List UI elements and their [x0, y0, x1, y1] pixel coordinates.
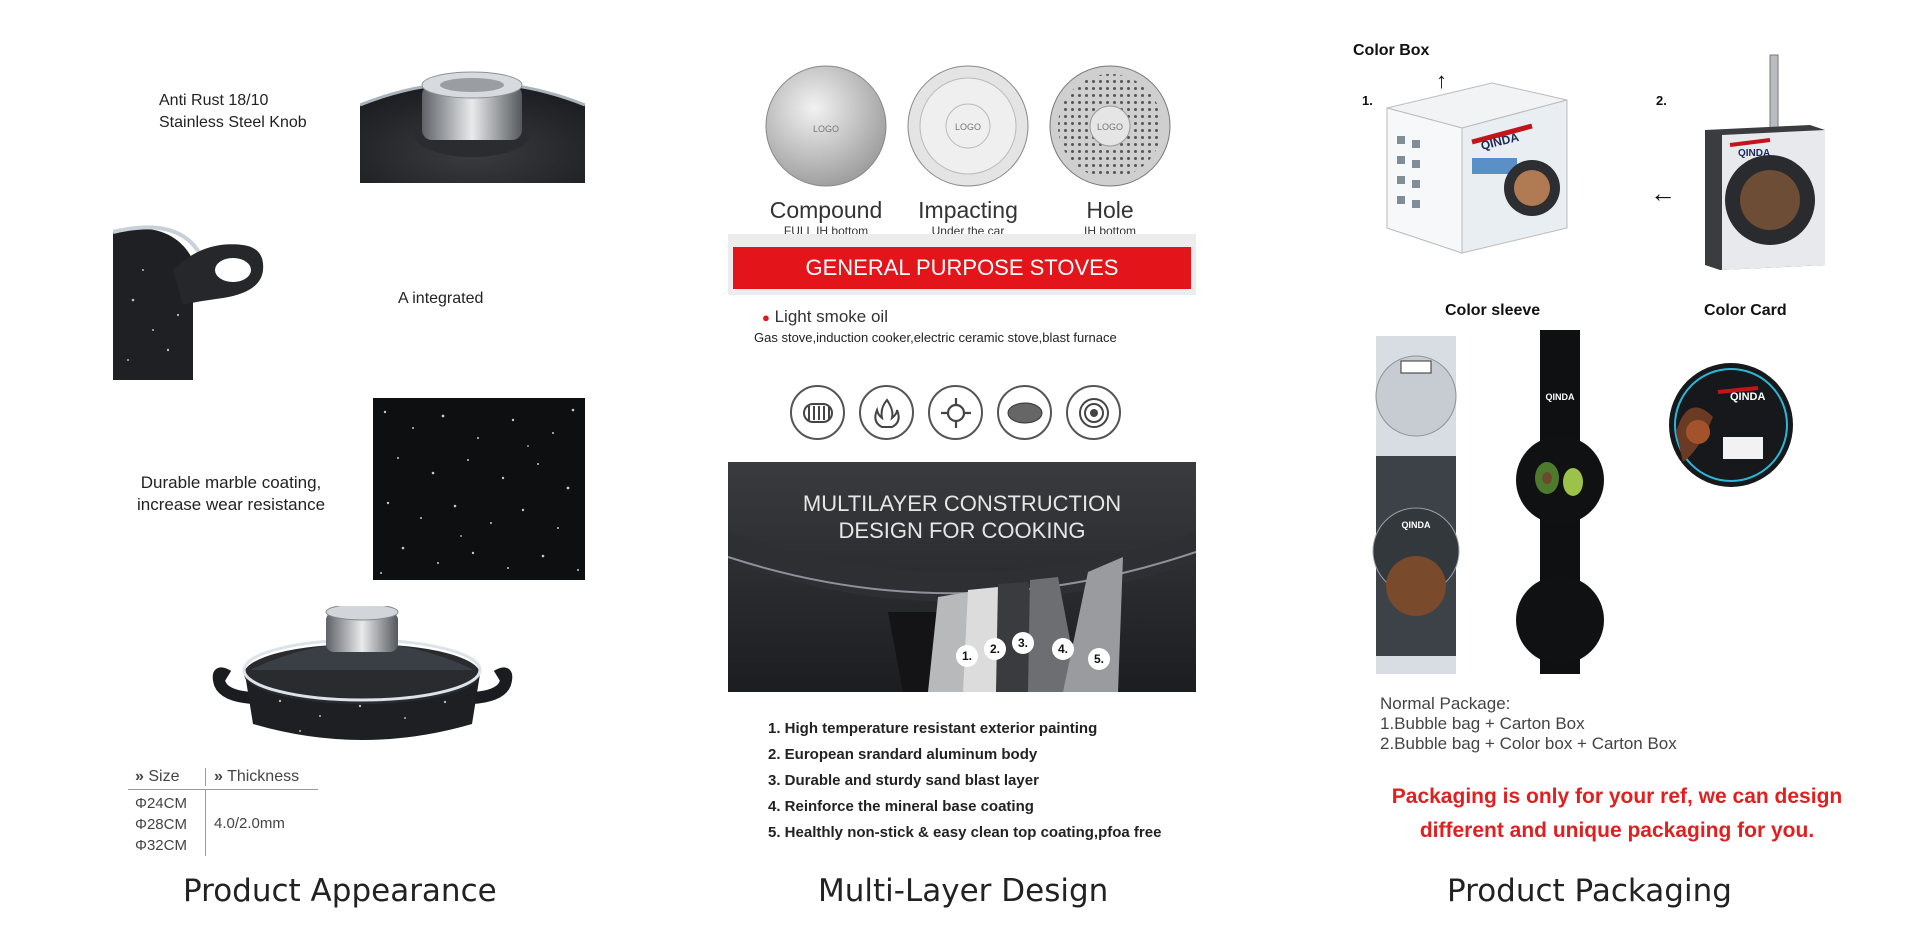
general-purpose-stoves-banner: GENERAL PURPOSE STOVES	[733, 247, 1191, 289]
normal-package-line: 2.Bubble bag + Color box + Carton Box	[1380, 734, 1677, 753]
brand-logo-text: QINDA	[1546, 392, 1576, 402]
caption-product-packaging: Product Packaging	[1447, 873, 1732, 909]
stove-icons-row	[790, 385, 1135, 440]
bottom-logo-text: LOGO	[1097, 122, 1123, 132]
color-sleeve-label: Color sleeve	[1445, 302, 1541, 319]
multilayer-title: MULTILAYER CONSTRUCTION DESIGN FOR COOKI…	[802, 491, 1122, 543]
size-cell: Φ32CM	[135, 837, 187, 854]
marble-coating-photo	[373, 398, 585, 580]
bullet-dot-icon: ●	[762, 310, 770, 326]
bottom-hole: LOGO Hole IH bottom	[1042, 64, 1178, 238]
color-sleeve-image-2: QINDA	[1516, 330, 1604, 674]
gas-burner-icon	[928, 385, 983, 440]
bottom-types-row: LOGO Compound FULL IH bottom LOGO Impact…	[758, 64, 1178, 238]
color-box-label: Color Box	[1353, 42, 1430, 59]
coating-label: Durable marble coating, increase wear re…	[137, 473, 326, 514]
bottom-logo-text: LOGO	[813, 124, 839, 134]
stove-list: Gas stove,induction cooker,electric cera…	[754, 330, 1117, 345]
bottom-impacting: LOGO Impacting Under the car	[900, 64, 1036, 238]
layer-list: 1. High temperature resistant exterior p…	[768, 720, 1161, 850]
bottom-compound: LOGO Compound FULL IH bottom	[758, 64, 894, 238]
layer-list-item: 3. Durable and sturdy sand blast layer	[768, 772, 1039, 789]
brand-logo-text: QINDA	[1738, 148, 1770, 159]
induction-coil-icon	[790, 385, 845, 440]
size-cell: Φ28CM	[135, 816, 187, 833]
layer-number-2: 2.	[984, 638, 1006, 660]
electric-hob-icon	[1066, 385, 1121, 440]
multilayer-pan-image: MULTILAYER CONSTRUCTION DESIGN FOR COOKI…	[728, 462, 1196, 692]
thickness-header: » Thickness	[214, 767, 300, 785]
packaging-disclaimer: Packaging is only for your ref, we can d…	[1391, 785, 1843, 842]
step-1-label: 1.	[1362, 93, 1373, 108]
thickness-cell: 4.0/2.0mm	[214, 814, 285, 832]
compound-bottom-icon: LOGO	[765, 65, 887, 187]
color-sleeve-image-1: QINDA	[1372, 336, 1460, 674]
step-2-label: 2.	[1656, 93, 1667, 108]
bottom-name: Impacting	[918, 197, 1018, 223]
fry-pan-box-image: QINDA	[1705, 54, 1825, 270]
normal-package-title: Normal Package:	[1380, 694, 1511, 713]
layer-list-item: 2. European srandard aluminum body	[768, 746, 1038, 763]
brand-logo-text: QINDA	[1402, 520, 1432, 530]
impacting-bottom-icon: LOGO	[907, 65, 1029, 187]
layer-list-item: 5. Healthly non-stick & easy clean top c…	[768, 824, 1162, 841]
layer-number-1: 1.	[956, 645, 978, 667]
knob-photo	[360, 71, 585, 183]
size-cell: Φ24CM	[135, 795, 187, 812]
stoves-banner-frame: GENERAL PURPOSE STOVES	[728, 234, 1196, 295]
arrow-up-icon: ↑	[1436, 68, 1447, 93]
color-card-image: QINDA	[1669, 363, 1793, 487]
brand-logo-text: QINDA	[1730, 391, 1766, 403]
handle-photo	[113, 225, 264, 380]
knob-label: Anti Rust 18/10 Stainless Steel Knob	[159, 92, 307, 131]
handle-label: A integrated	[398, 290, 484, 307]
layer-number-5: 5.	[1088, 648, 1110, 670]
layer-list-item: 1. High temperature resistant exterior p…	[768, 720, 1098, 737]
bottom-name: Hole	[1086, 197, 1134, 223]
caption-product-appearance: Product Appearance	[183, 873, 497, 909]
color-box-image: QINDA	[1386, 82, 1568, 254]
layer-list-item: 4. Reinforce the mineral base coating	[768, 798, 1034, 815]
bottom-name: Compound	[769, 197, 883, 223]
oil-note: ● Light smoke oil	[762, 307, 888, 326]
normal-package-line: 1.Bubble bag + Carton Box	[1380, 714, 1585, 733]
gas-flame-icon	[859, 385, 914, 440]
layer-number-3: 3.	[1012, 632, 1034, 654]
layer-number-4: 4.	[1052, 638, 1074, 660]
ceramic-plate-icon	[997, 385, 1052, 440]
normal-package-notes: Normal Package: 1.Bubble bag + Carton Bo…	[1380, 694, 1677, 754]
casserole-pot-photo	[212, 606, 513, 740]
hole-bottom-icon: LOGO	[1049, 65, 1171, 187]
caption-multi-layer-design: Multi-Layer Design	[818, 873, 1109, 909]
size-table: » Size » Thickness Φ24CM Φ28CM Φ32CM 4.0…	[128, 764, 318, 856]
arrow-left-icon: ←	[1650, 178, 1676, 208]
color-card-label: Color Card	[1704, 302, 1787, 319]
size-header: » Size	[128, 767, 206, 786]
bottom-logo-text: LOGO	[955, 122, 981, 132]
